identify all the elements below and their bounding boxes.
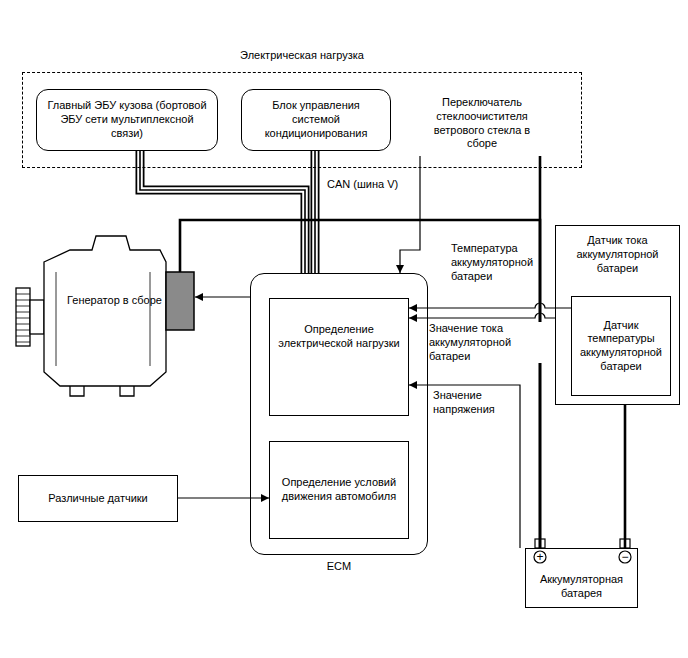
sensor-box: Датчик тока аккумуляторной батареиДатчик…	[555, 225, 680, 405]
connector	[400, 156, 420, 273]
node-text: Аккумуляторная батарея	[532, 573, 631, 601]
node-text: Определение электрической нагрузки	[276, 323, 402, 351]
ecu-box: Главный ЭБУ кузова (бортовой ЭБУ сети му…	[36, 89, 218, 151]
process-box: Определение условий движения автомобиля	[269, 441, 409, 539]
connector	[180, 220, 540, 548]
connector	[140, 151, 305, 273]
sensor-box: Датчик температуры аккумуляторной батаре…	[571, 296, 671, 396]
connector	[409, 385, 520, 548]
connector	[314, 151, 316, 273]
node-text: Переключатель стеклоочистителя ветрового…	[422, 96, 542, 151]
connector-stroke	[140, 151, 305, 273]
ecu-box: Блок управления системой кондиционирован…	[241, 89, 391, 151]
node-text: Генератор в сборе	[67, 294, 162, 308]
node-text: Главный ЭБУ кузова (бортовой ЭБУ сети му…	[43, 99, 211, 140]
connector-stroke	[140, 151, 305, 273]
node-text: ECM	[251, 560, 427, 574]
connector	[178, 497, 269, 498]
switch-label-box: Переключатель стеклоочистителя ветрового…	[416, 91, 548, 156]
connector-stroke	[312, 151, 318, 273]
node-text: Датчик тока аккумуляторной батареи	[562, 234, 673, 275]
signal-label: Температура аккумуляторной батареи	[450, 242, 538, 283]
node-text: Различные датчики	[48, 492, 148, 506]
alternator: Генератор в сборе	[60, 272, 195, 330]
signal-label: Значение тока аккумуляторной батареи	[428, 322, 548, 363]
ecm-box: ECMОпределение электрической нагрузкиОпр…	[250, 273, 428, 555]
terminal-sign: −	[619, 551, 631, 563]
node-text: Электрическая нагрузка	[23, 49, 581, 63]
battery-terminals	[534, 539, 631, 563]
connector	[409, 313, 555, 318]
connector	[624, 405, 627, 548]
signal-label: CAN (шина V)	[326, 178, 399, 192]
sensor-box: Различные датчики	[18, 475, 178, 522]
node-text: Блок управления системой кондиционирован…	[248, 99, 384, 140]
node-text: Датчик температуры аккумуляторной батаре…	[578, 319, 664, 374]
alternator-drawing	[16, 236, 194, 396]
load-region: Электрическая нагрузкаГлавный ЭБУ кузова…	[22, 72, 582, 168]
signal-label: Значение напряжения	[432, 389, 514, 417]
connector	[195, 296, 250, 297]
terminal-sign: +	[534, 551, 546, 563]
process-box: Определение электрической нагрузки	[269, 298, 409, 416]
connector	[409, 303, 571, 308]
connector-stroke	[311, 151, 320, 273]
node-text: Определение условий движения автомобиля	[276, 476, 402, 504]
